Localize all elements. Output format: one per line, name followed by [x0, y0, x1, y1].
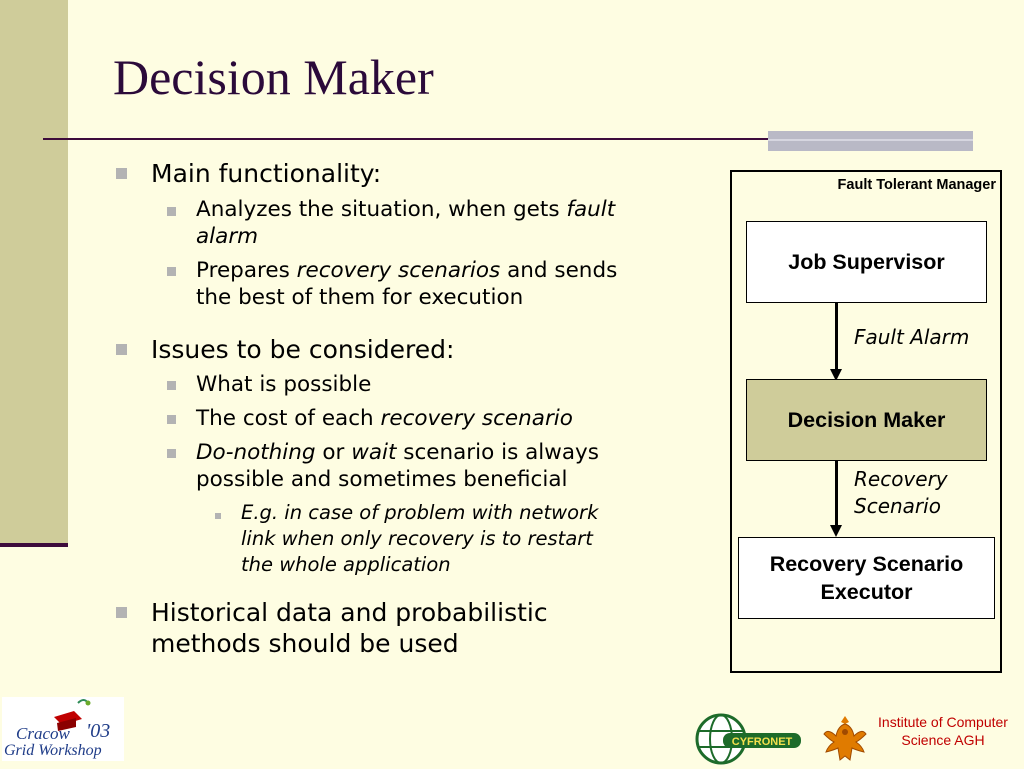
node-label: Job Supervisor [788, 250, 945, 274]
sub-bullet-prepares-cont: the best of them for execution [196, 285, 524, 310]
sub-sub-bullet-example-cont2: the whole application [241, 553, 451, 576]
square-bullet-icon [116, 168, 127, 179]
square-bullet-icon [167, 381, 176, 390]
bullet-issues: Issues to be considered: [151, 335, 455, 364]
node-decision-maker: Decision Maker [746, 379, 987, 461]
sub-bullet-cost: The cost of each recovery scenario [196, 406, 573, 431]
slide-title: Decision Maker [113, 49, 434, 105]
node-label: Recovery Scenario Executor [770, 550, 964, 606]
sub-bullet-analyzes-cont: alarm [196, 224, 259, 249]
sub-sub-bullet-example-cont: link when only recovery is to restart [241, 527, 593, 550]
cyfronet-logo: CYFRONET [695, 713, 803, 765]
arrow-down-icon [830, 369, 842, 381]
bullet-historical: Historical data and probabilistic [151, 598, 548, 627]
edge-label-scenario: Scenario [854, 494, 941, 518]
sub-bullet-do-nothing-cont: possible and sometimes beneficial [196, 467, 568, 492]
edge-fault-alarm-line [835, 303, 838, 371]
node-label-line2: Executor [820, 580, 913, 604]
svg-text:Grid Workshop: Grid Workshop [4, 742, 102, 759]
node-label-line1: Recovery Scenario [769, 552, 964, 576]
cracow-grid-workshop-logo: Cracow '03 Grid Workshop [2, 697, 124, 761]
bullet-historical-cont: methods should be used [151, 629, 459, 658]
edge-label-recovery: Recovery [854, 467, 948, 491]
left-decor-band [0, 0, 68, 545]
svg-text:'03: '03 [86, 720, 110, 742]
square-bullet-icon [116, 344, 127, 355]
node-job-supervisor: Job Supervisor [746, 221, 987, 303]
eagle-icon [823, 716, 867, 761]
svg-text:Cracow: Cracow [16, 724, 71, 743]
square-bullet-icon [167, 415, 176, 424]
sub-bullet-analyzes: Analyzes the situation, when gets fault [196, 197, 616, 222]
panel-title: Fault Tolerant Manager [837, 177, 996, 193]
square-bullet-icon [167, 207, 176, 216]
title-rule [43, 138, 973, 140]
square-bullet-icon [167, 449, 176, 458]
square-bullet-icon [167, 267, 176, 276]
institute-label: Institute of Computer Science AGH [868, 713, 1018, 749]
square-bullet-icon [116, 607, 127, 618]
institute-line2: Science AGH [901, 732, 985, 748]
crown-icon [54, 699, 91, 731]
node-label: Decision Maker [787, 408, 946, 432]
sub-bullet-what-possible: What is possible [196, 372, 372, 397]
sub-bullet-do-nothing: Do-nothing or wait scenario is always [196, 440, 599, 465]
left-decor-line [0, 543, 68, 547]
sub-sub-bullet-example: E.g. in case of problem with network [241, 501, 599, 524]
arrow-down-icon [830, 525, 842, 537]
square-bullet-icon [215, 513, 221, 519]
institute-line1: Institute of Computer [878, 714, 1008, 730]
svg-text:CYFRONET: CYFRONET [732, 736, 793, 748]
sub-bullet-prepares: Prepares recovery scenarios and sends [196, 258, 618, 283]
edge-label-fault-alarm: Fault Alarm [854, 325, 970, 349]
title-accent-bar [768, 131, 973, 151]
agh-eagle-logo [822, 712, 868, 764]
edge-recovery-scenario-line [835, 461, 838, 527]
bullet-main-functionality: Main functionality: [151, 159, 382, 188]
node-recovery-scenario-executor: Recovery Scenario Executor [738, 537, 995, 619]
